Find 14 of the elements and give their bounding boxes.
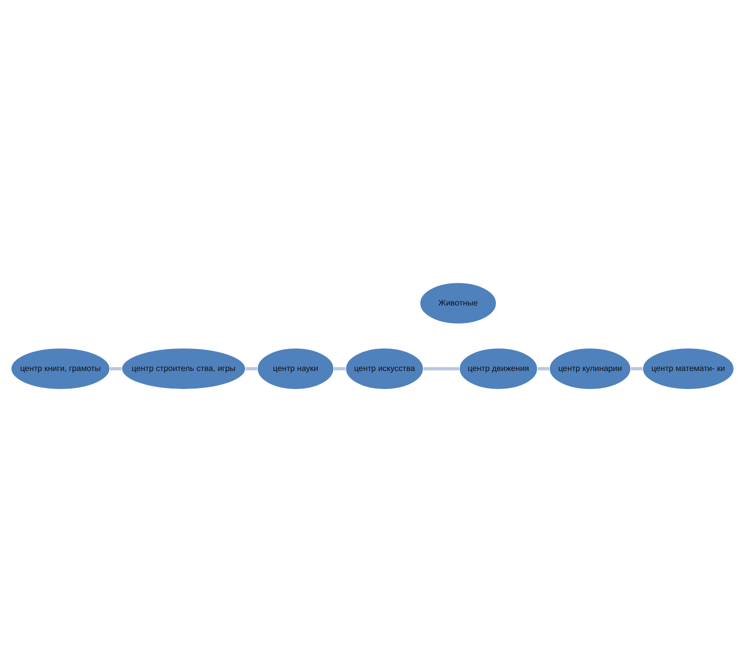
connector [630, 366, 643, 370]
node-ellipse: центр математи- ки [642, 347, 734, 390]
connector [334, 366, 346, 370]
node-ellipse: Животные [419, 282, 497, 324]
node-ellipse: центр науки [256, 347, 334, 390]
node-ellipse: центр искусства [345, 347, 424, 390]
node-ellipse: центр кулинарии [548, 347, 632, 390]
connector [424, 366, 460, 370]
node-ellipse: центр книги, грамоты [10, 347, 110, 390]
connector [246, 366, 258, 370]
node-ellipse: центр движения [458, 347, 538, 390]
node-ellipse: центр строитель ства, игры [121, 347, 246, 390]
connector [110, 366, 122, 370]
connector [538, 366, 550, 370]
